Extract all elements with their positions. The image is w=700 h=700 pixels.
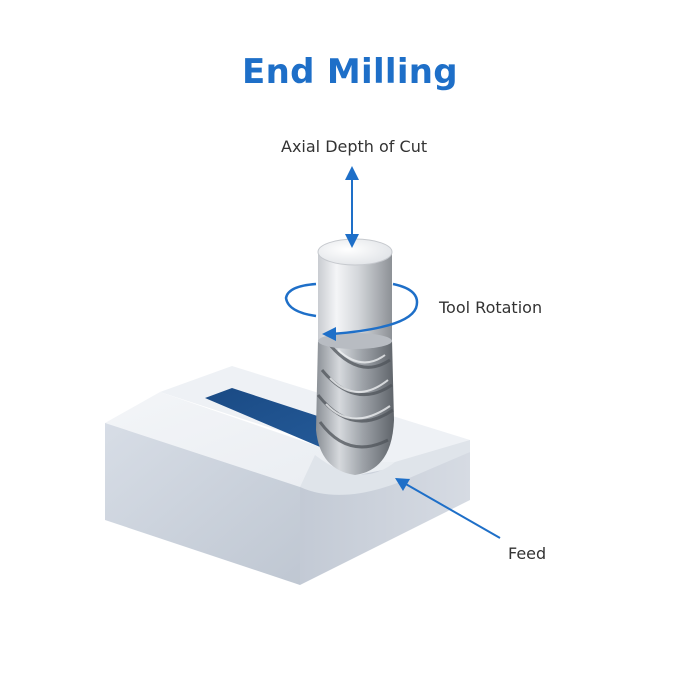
flute-highlights (325, 349, 391, 420)
feed-label: Feed (508, 544, 547, 563)
end-mill-shank-top (317, 238, 393, 266)
tool-rotation-label: Tool Rotation (439, 298, 543, 317)
end-mill-flutes (316, 340, 394, 475)
tool-rotation-arrow-icon (284, 282, 419, 341)
cut-slot (205, 388, 342, 447)
axial-depth-arrow-icon (345, 166, 359, 248)
feed-arrow-icon (395, 478, 501, 539)
end-mill-shank-bottom (318, 333, 392, 349)
workpiece-front-face (105, 423, 300, 585)
flute-helix (316, 344, 394, 449)
axial-depth-label: Axial Depth of Cut (281, 137, 428, 156)
workpiece-inner-corner (300, 440, 470, 495)
diagram-title: End Milling (242, 52, 458, 92)
